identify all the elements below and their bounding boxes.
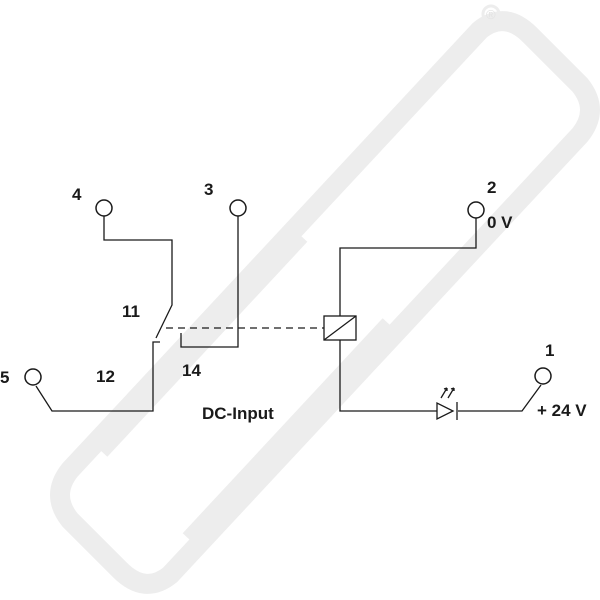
wire-terminal-4 — [103, 216, 173, 339]
pin-11-label: 11 — [122, 302, 140, 321]
terminal-4-circle — [95, 199, 113, 217]
terminal-5-circle — [24, 368, 42, 386]
wire-terminal-1 — [339, 340, 542, 412]
pin-14-label: 14 — [182, 361, 201, 380]
terminal-1-label: 1 — [545, 341, 554, 360]
terminal-3-label: 3 — [204, 180, 213, 199]
terminal-2-circle — [467, 201, 485, 219]
terminal-5-label: 5 — [0, 368, 9, 387]
terminal-4-label: 4 — [72, 185, 82, 204]
relay-coil — [323, 315, 357, 341]
plus-24v-label: + 24 V — [537, 401, 587, 420]
terminal-2-label: 2 — [487, 178, 496, 197]
terminal-3-circle — [229, 199, 247, 217]
wire-terminal-3 — [180, 216, 239, 348]
pin-12-label: 12 — [96, 367, 115, 386]
wire-terminal-5 — [35, 341, 160, 412]
watermark-logo: ® — [50, 4, 600, 594]
registered-mark-circle — [481, 4, 501, 24]
led-icon — [436, 387, 458, 421]
terminal-1-circle — [534, 367, 552, 385]
wire-terminal-2 — [339, 218, 477, 316]
dc-input-label: DC-Input — [202, 404, 274, 423]
zero-volt-label: 0 V — [487, 213, 513, 232]
registered-mark: ® — [486, 7, 496, 22]
wiring — [35, 216, 542, 412]
relay-coil-diagonal — [323, 315, 357, 341]
